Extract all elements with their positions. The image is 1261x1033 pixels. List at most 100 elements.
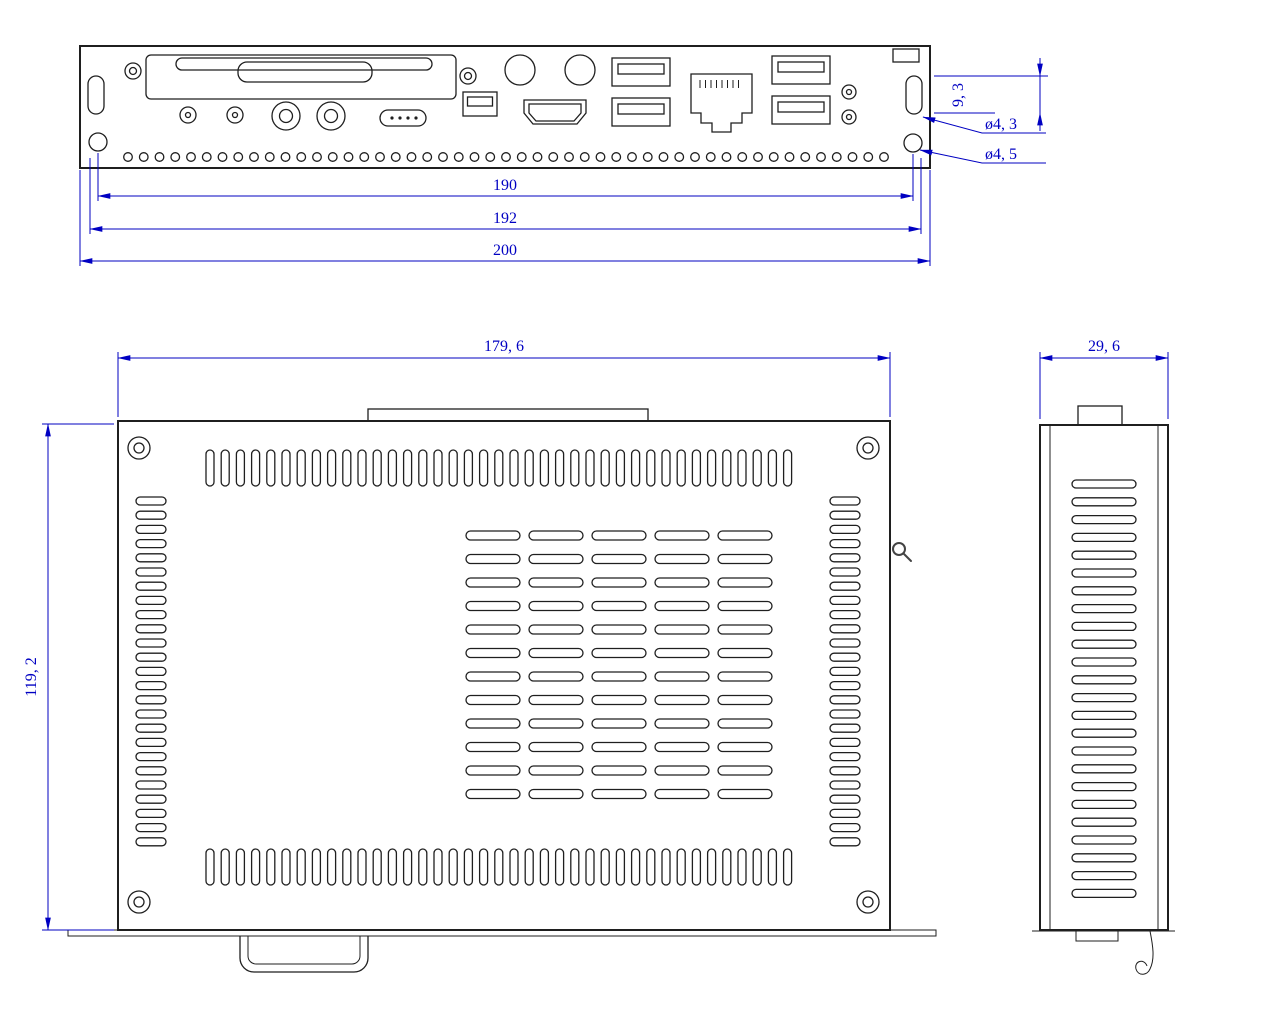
vent-slot [829,680,861,691]
vent-slot [478,449,489,487]
perforation-hole [532,152,543,162]
vent-slot [829,510,861,520]
vent-slot [528,600,584,612]
vent-slot [465,788,521,800]
vent-slot [135,624,167,634]
vent-slot [717,577,773,588]
corner-screw-hole [133,442,145,454]
vent-slot [661,848,671,886]
vent-slot [296,449,306,487]
vent-slot [135,609,167,620]
vent-slot [135,695,167,705]
vent-slot [717,718,773,729]
vent-slot [528,530,584,541]
perforation-hole [327,152,338,162]
vent-slot [326,848,337,886]
vent-slot [1071,657,1137,667]
perforation-hole [658,152,669,162]
perforation-hole [800,152,811,162]
screw-right-hole [463,71,473,81]
vent-slot [1071,568,1137,578]
vent-slot [829,652,861,662]
perforation-hole [816,152,826,162]
vent-slot [717,694,773,706]
perforation-hole [627,152,637,162]
bottom-tab-outer [239,936,369,973]
dim-label-side-width: 29, 6 [1088,338,1120,355]
vent-slot [418,848,428,886]
vent-slot [1071,888,1137,899]
vent-slot [591,600,647,612]
perforation-hole [280,152,291,162]
perforation-hole [249,152,259,162]
vent-slot [591,765,647,776]
perforation-hole [784,152,795,162]
usb-stack-left-top-tongue [617,63,665,75]
vent-slot [829,723,861,733]
vent-slot [722,848,732,886]
vent-slot [829,766,861,776]
vent-slot [691,449,702,487]
vent-slot [1071,728,1137,738]
vent-slot [829,567,861,577]
hdmi-port-inner [528,103,582,122]
usb-stack-right-top [771,55,831,85]
vent-slot [528,741,584,753]
dim-label-top-width: 179, 6 [484,338,524,355]
vent-slot [135,638,167,648]
vent-slot [448,449,458,487]
vent-row-bottom [205,848,793,886]
perforation-hole [721,152,732,162]
vent-slot [433,449,443,487]
perforation-hole [359,152,370,162]
vent-slot [717,600,773,612]
vent-slot [717,647,773,659]
usb-stack-right-bottom-tongue [777,101,825,113]
extension-line [1039,352,1169,419]
perforation-hole [233,152,244,162]
top-tab [367,408,649,422]
vent-slot [829,609,861,620]
vent-slot [752,449,762,487]
vent-slot [528,694,584,706]
usb-port-single-tongue [466,96,494,107]
vent-slot [528,553,584,565]
mounting-hole-left [88,132,108,152]
led-indicator-1 [841,84,857,100]
bottom-tab-inner [247,936,361,965]
perforation-hole [375,152,385,162]
vent-slot [135,780,167,790]
usb-stack-right-bottom [771,95,831,125]
rear-panel-dimensions: 190 192 200 9, 3 ø4, 3 ø4, 5 [79,58,1048,266]
vent-slot [465,671,521,682]
vent-slot [135,808,167,819]
magnifier-lens [892,542,906,556]
av-jack-2 [316,101,346,131]
perforation-hole [516,152,527,162]
vent-slot [135,737,167,748]
vent-slot [1071,799,1137,810]
vent-slot [250,848,261,886]
vent-slot [205,848,215,886]
screw-left-hole [128,66,138,76]
vent-slot [135,567,167,577]
vent-slot [1071,497,1137,507]
vent-slot [528,718,584,729]
perforation-hole [674,152,685,162]
usb-stack-left-bottom [611,97,671,127]
side-wall-lines [1049,425,1159,930]
vent-slot [135,652,167,662]
vent-slot [250,449,261,487]
perforation-hole [768,152,779,162]
top-view [67,408,937,973]
extension-line [117,352,891,417]
side-foot-block [1075,930,1119,942]
vent-slot [654,718,710,729]
perforation-hole [485,152,496,162]
perforation-hole [154,152,165,162]
vent-slot [591,788,647,800]
vent-slot [829,709,861,719]
mounting-slot-left [87,75,105,115]
vent-slot [205,449,215,487]
